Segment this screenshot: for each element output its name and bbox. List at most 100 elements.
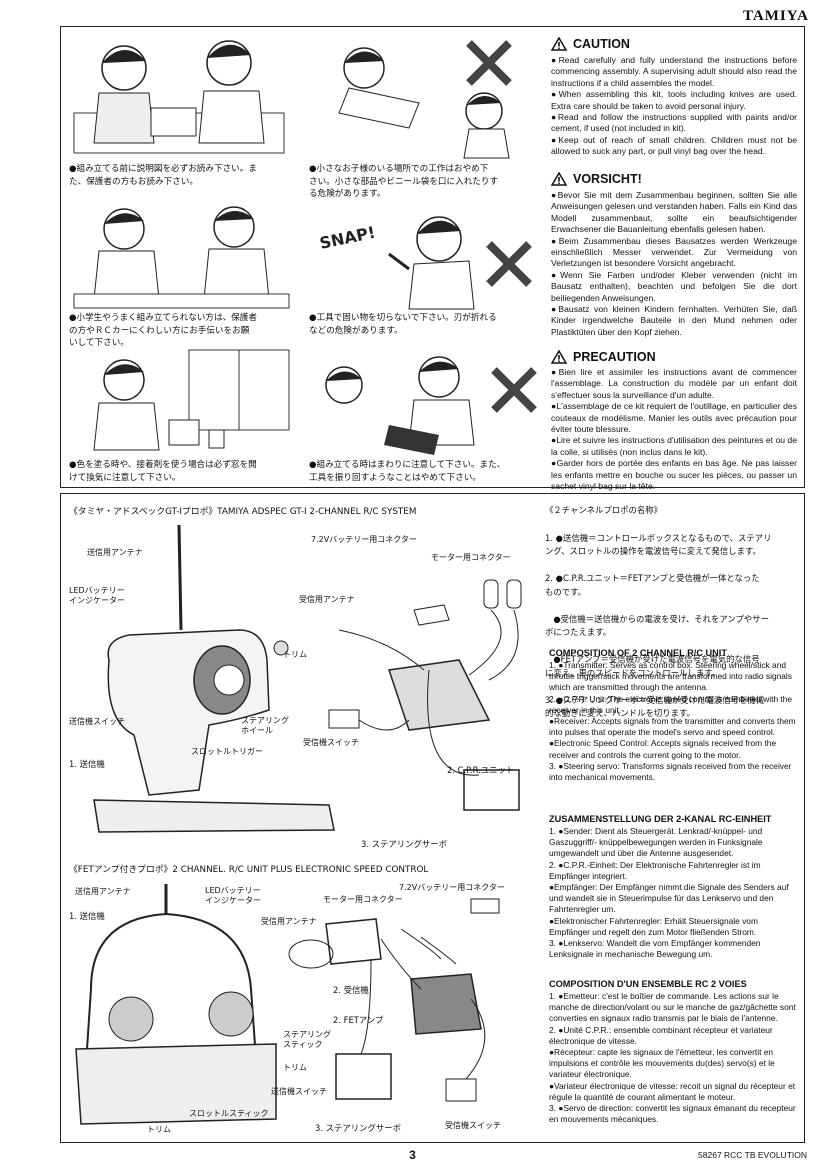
s1-label-tx-switch: 送信機スイッチ [69, 717, 125, 726]
illustration-painting-ventilation [93, 349, 290, 451]
names-jp-item-5: 3. ●ステアリングサーボ＝受信機が受けた電波信号を機械 的な動きに変え、ハンド… [545, 694, 764, 719]
composition-en-item-3: ●Receiver: Accepts signals from the tran… [549, 716, 796, 738]
composition-de-item-1: 1. ●Sender: Dient als Steuergerät. Lenkr… [549, 826, 763, 859]
composition-fr-item-1: 1. ●Emetteur: c'est le boîtier de comman… [549, 991, 796, 1024]
s2-label-motor-connector: モーター用コネクター [323, 895, 403, 904]
illustration-parent-help [73, 206, 290, 309]
composition-de-item-5: 3. ●Lenkservo: Wandelt die vom Empfänger… [549, 938, 761, 960]
caption-jp-1: ●組み立てる前に説明図を必ずお読み下さい。ま た、保護者の方もお読み下さい。 [69, 164, 257, 187]
warning-triangle-icon [551, 37, 567, 51]
s2-label-rx-antenna: 受信用アンテナ [261, 917, 317, 926]
vorsicht-title: VORSICHT! [573, 172, 642, 186]
system2-title: 《FETアンプ付きプロポ》2 CHANNEL. R/C UNIT PLUS EL… [69, 865, 429, 875]
names-jp-title: 《２チャンネルプロポの名称》 [545, 505, 662, 515]
composition-en-title: COMPOSITION OF 2 CHANNEL R/C UNIT [549, 648, 727, 658]
s1-label-trim: トリム [283, 650, 307, 659]
names-jp-item-4: ●FETアンプ＝受信機が受けた電波信号を電気的な信号 に変え、車のスピードをコン… [545, 654, 760, 678]
s2-label-transmitter: 1. 送信機 [69, 911, 105, 921]
footer-model-code: 58267 RCC TB EVOLUTION [698, 1150, 807, 1160]
illustration-careful-surroundings [325, 356, 537, 455]
composition-de-text: 1. ●Sender: Dient als Steuergerät. Lenkr… [549, 826, 799, 960]
caution-item-2: When assembling this kit, tools includin… [551, 89, 797, 111]
names-jp-list: 1. ●送信機＝コントロールボックスとなるもので、ステアリ ング、スロットルの操… [545, 518, 795, 734]
caption-jp-4: ●工具で固い物を切らないで下さい。刃が折れる などの危険があります。 [309, 313, 497, 336]
warning-triangle-icon [551, 350, 567, 364]
page-number: 3 [409, 1148, 416, 1162]
s1-label-servo: 3. ステアリングサーボ [361, 839, 448, 849]
system1-diagram [93, 524, 522, 833]
s1-label-transmitter: 1. 送信機 [69, 759, 105, 769]
names-jp-item-2: 2. ●C.P.R.ユニット＝FETアンプと受信機が一体となった ものです。 [545, 573, 760, 597]
s1-label-throttle-trigger: スロットルトリガー [191, 747, 263, 756]
vorsicht-item-2: Beim Zusammenbau dieses Bausatzes werden… [551, 235, 797, 269]
brand-logo: TAMIYA [742, 8, 809, 24]
s2-label-trim-1: トリム [283, 1063, 307, 1072]
s2-label-servo: 3. ステアリングサーボ [315, 1123, 402, 1133]
precaution-item-3: Lire et suivre les instructions d'utilis… [551, 435, 797, 457]
caution-item-3: Read and follow the instructions supplie… [551, 112, 797, 134]
composition-en-item-5: 3. ●Steering servo: Transforms signals r… [549, 760, 792, 783]
warning-title-caution: CAUTION [551, 37, 630, 51]
caution-text: ●Read carefully and fully understand the… [551, 55, 797, 157]
composition-de-item-3: ●Empfänger: Der Empfänger nimmt die Sign… [549, 882, 789, 915]
s1-label-cpr-unit: 2. C.P.R.ユニット [447, 765, 515, 775]
s1-label-antenna: 送信用アンテナ [87, 548, 143, 557]
s1-label-steering-wheel: ステアリング ホイール [241, 716, 289, 735]
names-jp-item-1: 1. ●送信機＝コントロールボックスとなるもので、ステアリ ング、スロットルの操… [545, 532, 772, 557]
s2-label-steering-stick: ステアリング スティック [283, 1030, 331, 1049]
composition-fr-item-5: 3. ●Servo de direction: convertit les si… [549, 1103, 796, 1125]
caution-item-1: Read carefully and fully understand the … [551, 55, 797, 88]
composition-de-item-2: 2. ●C.P.R.-Einheit: Der Elektronische Fa… [549, 859, 761, 881]
composition-fr-title: COMPOSITION D'UN ENSEMBLE RC 2 VOIES [549, 979, 747, 989]
composition-en-item-4: ●Electronic Speed Control: Accepts signa… [549, 738, 777, 760]
composition-de-item-4: ●Elektronischer Fahrtenregler: Erhält St… [549, 915, 758, 937]
s2-label-throttle-stick: スロットルスティック [189, 1109, 269, 1118]
s1-label-motor-connector: モーター用コネクター [431, 553, 511, 562]
s2-label-trim-2: トリム [147, 1125, 171, 1134]
caption-jp-6: ●組み立てる時はまわりに注意して下さい。また、 工具を振り回すようなことはやめて… [309, 460, 506, 483]
precaution-item-4: Garder hors de portée des enfants en bas… [551, 458, 797, 492]
composition-fr-item-4: ●Variateur électronique de vitesse: reco… [549, 1080, 796, 1102]
composition-en-item-1: 1. ●Transmitter: Serves as control box. … [549, 660, 792, 693]
warning-title-vorsicht: VORSICHT! [551, 172, 642, 186]
composition-fr-item-3: ●Récepteur: capte les signaux de l'émett… [549, 1047, 775, 1080]
composition-en-item-2: 2. ●C.P.R. Unit: The electronic speed co… [549, 693, 793, 715]
caption-jp-2: ●小さなお子様のいる場所での工作はおやめ下 さい。小さな部品やビニール袋を口に入… [309, 164, 499, 199]
s2-label-led: LEDバッテリー インジケーター [205, 886, 261, 905]
warning-triangle-icon [551, 172, 567, 186]
precaution-text: ●Bien lire et assimiler les instructions… [551, 367, 797, 492]
s2-label-rx-switch: 受信機スイッチ [445, 1121, 501, 1130]
system2-diagram [75, 884, 500, 1125]
composition-fr-text: 1. ●Emetteur: c'est le boîtier de comman… [549, 991, 799, 1125]
caption-jp-5: ●色を塗る時や、接着剤を使う場合は必ず窓を開 けて換気に注意して下さい。 [69, 460, 257, 483]
s2-label-antenna: 送信用アンテナ [75, 887, 131, 896]
caption-jp-3: ●小学生やうまく組み立てられない方は、保護者 の方やＲＣカーにくわしい方にお手伝… [69, 313, 257, 348]
vorsicht-item-1: Bevor Sie mit dem Zusammenbau beginnen, … [551, 190, 797, 235]
vorsicht-item-4: Bausatz von kleinen Kindern fernhalten. … [551, 304, 797, 337]
precaution-title: PRECAUTION [573, 350, 656, 364]
vorsicht-item-3: Wenn Sie Farben und/oder Kleber verwende… [551, 269, 797, 303]
precaution-item-1: Bien lire et assimiler les instructions … [551, 367, 797, 400]
illustration-reading-manual [73, 40, 285, 154]
s1-label-battery-connector: 7.2Vバッテリー用コネクター [311, 535, 417, 544]
composition-fr-item-2: 2. ●Unité C.P.R.: ensemble combinant réc… [549, 1024, 773, 1046]
vorsicht-text: ●Bevor Sie mit dem Zusammenbau beginnen,… [551, 190, 797, 337]
composition-en-text: 1. ●Transmitter: Serves as control box. … [549, 660, 799, 783]
composition-de-title: ZUSAMMENSTELLUNG DER 2-KANAL RC-EINHEIT [549, 814, 772, 824]
illustration-tool-snap: SNAP! [318, 216, 532, 310]
safety-section: ●組み立てる前に説明図を必ずお読み下さい。ま た、保護者の方もお読み下さい。 ●… [60, 26, 805, 491]
caution-title: CAUTION [573, 37, 630, 51]
s1-label-rx-switch: 受信機スイッチ [303, 738, 359, 747]
caution-item-4: Keep out of reach of small children. Chi… [551, 134, 797, 157]
snap-text: SNAP! [318, 223, 377, 253]
s2-label-tx-switch: 送信機スイッチ [271, 1087, 327, 1096]
illustration-small-children [338, 40, 512, 159]
s1-label-led: LEDバッテリー インジケーター [69, 586, 125, 605]
rc-system-section: 《タミヤ・アドスペックGT-Iプロポ》TAMIYA ADSPEC GT-I 2-… [60, 493, 805, 1143]
warning-title-precaution: PRECAUTION [551, 350, 656, 364]
s1-label-rx-antenna: 受信用アンテナ [299, 595, 355, 604]
s2-label-battery-connector: 7.2Vバッテリー用コネクター [399, 883, 505, 892]
names-jp-item-3: ●受信機＝送信機からの電波を受け、それをアンプやサー ボにつたえます。 [545, 613, 770, 638]
system1-title: 《タミヤ・アドスペックGT-Iプロポ》TAMIYA ADSPEC GT-I 2-… [69, 507, 417, 517]
precaution-item-2: L'assemblage de ce kit requiert de l'out… [551, 401, 797, 435]
